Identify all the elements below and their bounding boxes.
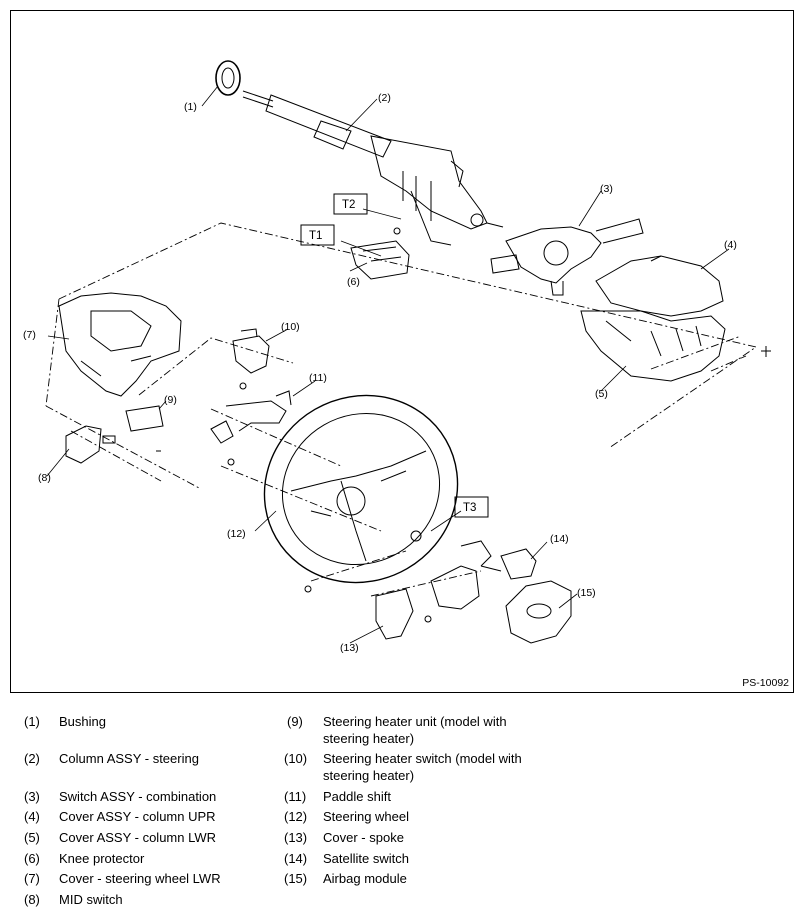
callout-8: (8) [38,472,51,484]
heater-unit-part [125,405,164,452]
t1-box [300,224,335,246]
callout-3: (3) [600,183,613,195]
legend-text: Cover - spoke [323,830,404,845]
legend-num: (12) [284,809,308,824]
legend-num: (15) [284,871,308,886]
legend-text: Steering heater switch (model with steer… [323,751,522,783]
legend-num: (5) [24,830,40,845]
legend-num: (14) [284,851,308,866]
legend-num: (13) [284,830,308,845]
t2-box [333,193,368,215]
exploded-view-diagram: T2 T1 T3 (1) (2) (3) (4) (5) (6) (7) (8)… [23,60,771,654]
legend-text: Airbag module [323,871,407,886]
callout-10: (10) [281,321,300,333]
satellite-switch-part [430,540,537,610]
legend-num: (2) [24,751,40,766]
torque-label-t3: T3 [463,502,476,514]
legend-text: Knee protector [59,851,145,866]
legend-text: Bushing [59,714,106,729]
legend-text: Column ASSY - steering [59,751,199,766]
leader-lines [46,85,730,644]
legend-num: (1) [24,714,40,729]
legend-num: (6) [24,851,40,866]
airbag-module-part [505,580,572,644]
callout-13: (13) [340,642,359,654]
legend-text: Cover ASSY - column UPR [59,809,216,824]
bolts [227,227,432,623]
legend-text: Satellite switch [323,851,409,866]
callout-4: (4) [724,239,737,251]
legend-text: Switch ASSY - combination [59,789,217,804]
callout-5: (5) [595,388,608,400]
torque-label-t2: T2 [342,199,355,211]
column-cover-upper-part [595,255,724,317]
legend-text: Cover - steering wheel LWR [59,871,221,886]
legend-num: (10) [284,751,308,766]
legend-text: Steering heater unit (model with steerin… [323,714,507,746]
heater-switch-part [232,328,270,374]
legend-num: (7) [24,871,40,886]
legend-num: (8) [24,892,40,907]
callout-1: (1) [184,101,197,113]
bushing-part [215,60,241,96]
legend-text: Cover ASSY - column LWR [59,830,217,845]
legend-num: (9) [287,714,303,729]
combination-switch-part [490,218,644,296]
callout-9: (9) [164,394,177,406]
legend-num: (11) [284,789,307,804]
wheel-lower-cover-part [58,292,182,397]
t3-box [454,496,489,518]
callout-15: (15) [577,587,596,599]
callout-2: (2) [378,92,391,104]
knee-protector-part [350,240,410,280]
steering-column-part [242,90,504,246]
legend-num: (3) [24,789,40,804]
assembly-dash-lines [45,222,758,597]
mid-switch-part [65,425,116,464]
callout-14: (14) [550,533,569,545]
figure-code: PS-10092 [742,677,789,689]
callout-12: (12) [227,528,246,540]
callout-11: (11) [309,372,327,384]
spoke-cover-part [375,588,414,640]
parts-legend: (1) Bushing (2) Column ASSY - steering (… [0,703,804,913]
diagram-frame: T2 T1 T3 (1) (2) (3) (4) (5) (6) (7) (8)… [10,10,794,693]
callout-7: (7) [23,329,36,341]
legend-text: MID switch [59,892,123,907]
paddle-shift-part [210,390,292,444]
legend-text: Steering wheel [323,809,409,824]
callout-6: (6) [347,276,360,288]
steering-wheel-part [263,394,459,584]
column-cover-lower-part [580,310,771,382]
legend-text: Paddle shift [323,789,391,804]
torque-label-t1: T1 [309,230,322,242]
legend-num: (4) [24,809,40,824]
